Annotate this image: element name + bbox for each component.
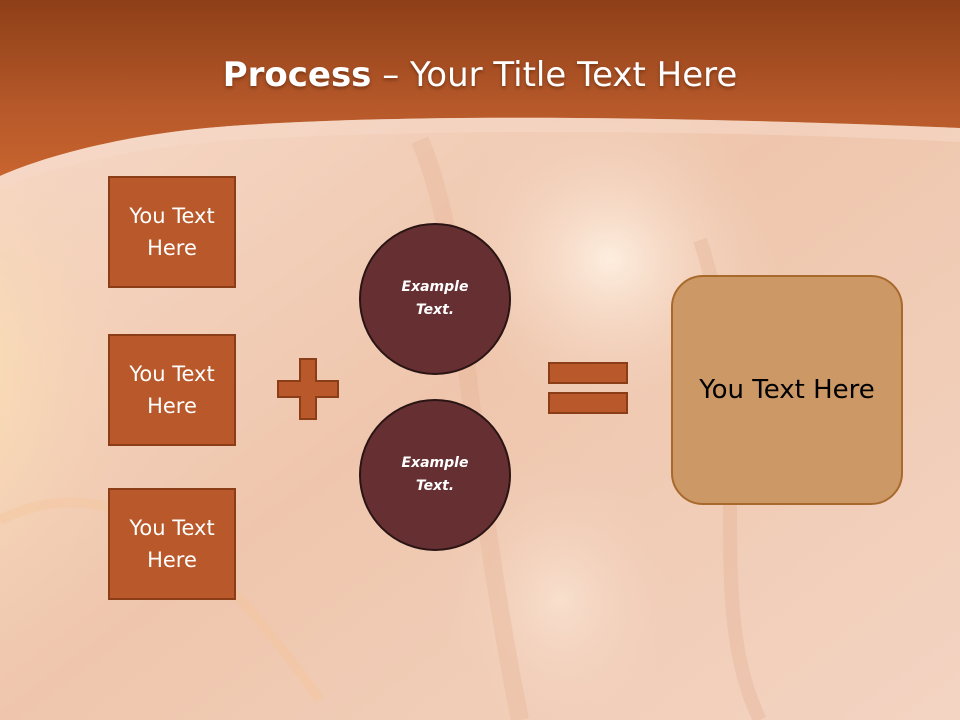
input-box-1: You Text Here [108,176,236,288]
result-box: You Text Here [671,275,903,505]
example-circle-1: Example Text. [359,223,511,375]
example-circle-1-line2: Text. [402,299,469,322]
equals-icon [548,362,628,416]
title-bold: Process [223,55,372,95]
result-label: You Text Here [699,373,875,407]
input-box-2-line2: Here [129,390,214,422]
input-box-1-line2: Here [129,232,214,264]
input-box-2-line1: You Text [129,358,214,390]
example-circle-2: Example Text. [359,399,511,551]
example-circle-2-line2: Text. [402,475,469,498]
example-circle-2-line1: Example [402,452,469,475]
input-box-2: You Text Here [108,334,236,446]
input-box-3: You Text Here [108,488,236,600]
slide-title: Process – Your Title Text Here [0,52,960,98]
title-rest: – Your Title Text Here [371,55,737,95]
plus-icon [276,357,340,421]
input-box-1-line1: You Text [129,200,214,232]
input-box-3-line1: You Text [129,512,214,544]
example-circle-1-line1: Example [402,276,469,299]
input-box-3-line2: Here [129,544,214,576]
